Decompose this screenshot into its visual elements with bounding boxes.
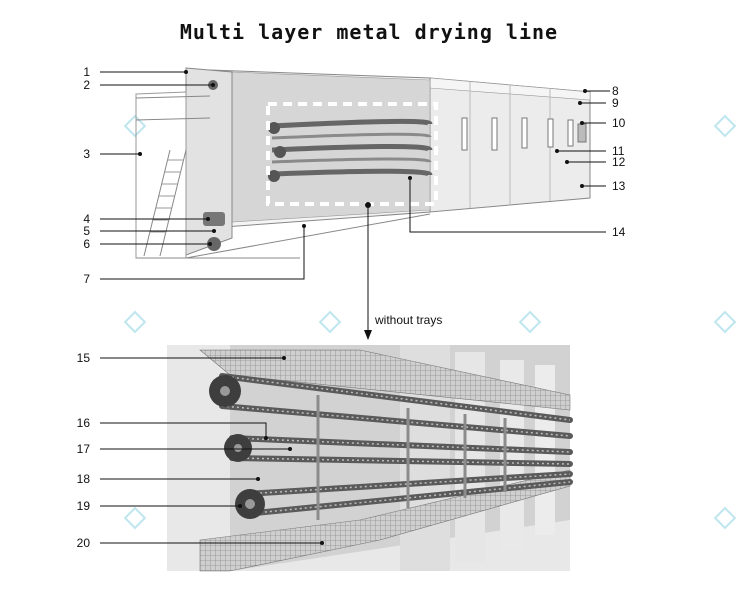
callout-13: 13 (612, 179, 626, 193)
leader-dots (138, 70, 587, 545)
without-trays-label: without trays (374, 313, 442, 327)
leader-lines (100, 71, 610, 544)
callout-1: 1 (83, 65, 90, 79)
callout-16: 16 (77, 416, 91, 430)
watermark-logo (318, 310, 342, 334)
callout-9: 9 (612, 96, 619, 110)
callout-8: 8 (612, 84, 619, 98)
callout-5: 5 (83, 224, 90, 238)
callout-15: 15 (77, 351, 91, 365)
callout-17: 17 (77, 442, 91, 456)
callout-20: 20 (77, 536, 91, 550)
watermark-logo (518, 310, 542, 334)
callout-6: 6 (83, 237, 90, 251)
watermark-logo (713, 310, 737, 334)
callout-10: 10 (612, 116, 626, 130)
dryer-3d-view (135, 67, 591, 259)
watermark-logo (713, 506, 737, 530)
detail-view (167, 345, 573, 572)
callout-2: 2 (83, 78, 90, 92)
callout-18: 18 (77, 472, 91, 486)
callout-numbers: 1 2 3 4 5 6 7 8 9 10 11 12 13 14 15 16 1… (77, 65, 626, 550)
callout-7: 7 (83, 272, 90, 286)
sprocket (209, 375, 265, 519)
callout-3: 3 (83, 147, 90, 161)
diagram-title: Multi layer metal drying line (179, 20, 559, 44)
callout-11: 11 (612, 144, 625, 158)
watermark-logo (123, 310, 147, 334)
watermark-logo (123, 114, 147, 138)
callout-19: 19 (77, 499, 91, 513)
detail-arrow (364, 202, 372, 340)
callout-14: 14 (612, 225, 626, 239)
watermark-logo (713, 114, 737, 138)
watermark-logo (123, 506, 147, 530)
callout-4: 4 (83, 212, 90, 226)
callout-12: 12 (612, 155, 626, 169)
